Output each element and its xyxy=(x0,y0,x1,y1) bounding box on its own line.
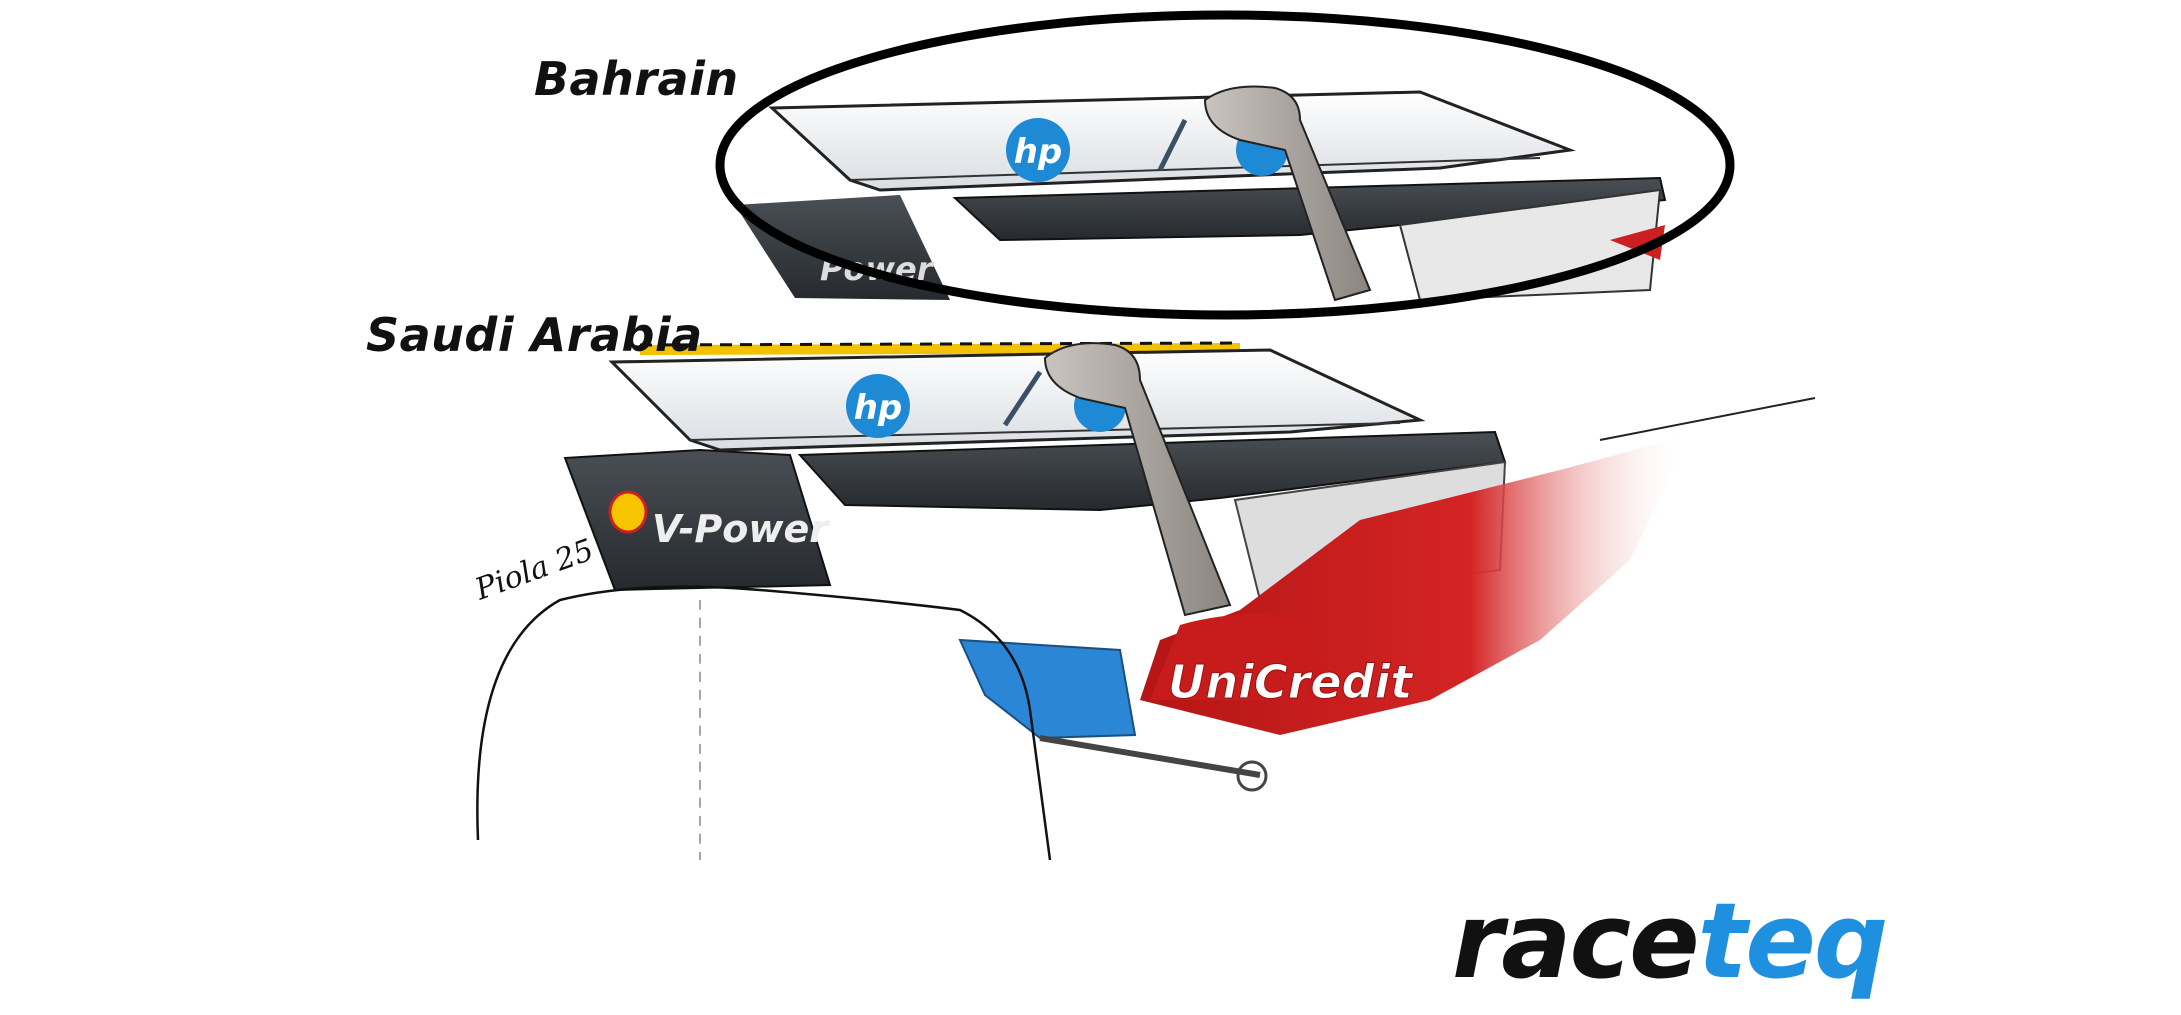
saudi-wing-group: V-Power hp UniCredit Piola 25 xyxy=(470,341,1816,861)
saudi-endplate xyxy=(563,448,832,592)
rear-tyre xyxy=(476,585,1052,861)
unicredit-logo: UniCredit xyxy=(1168,655,1414,709)
bahrain-upper-flap xyxy=(768,90,1576,192)
brand-part2: teq xyxy=(1697,880,1889,1002)
label-saudi-arabia: Saudi Arabia xyxy=(366,308,703,362)
bahrain-hp-logo xyxy=(1006,118,1070,182)
bahrain-hp-text: hp xyxy=(1014,132,1063,172)
height-reference-line xyxy=(639,343,1241,355)
saudi-hp-text: hp xyxy=(854,388,903,428)
brand-part1: race xyxy=(1452,880,1700,1002)
raceteq-logo: raceteq xyxy=(1452,880,1889,1002)
highlight-ellipse xyxy=(715,10,1735,320)
saudi-upper-flap xyxy=(608,348,1426,452)
bahrain-swan-neck-pillar xyxy=(1203,85,1372,302)
saudi-hp-logo xyxy=(846,374,910,438)
label-bahrain: Bahrain xyxy=(534,52,739,106)
bahrain-endplate xyxy=(735,195,950,300)
blue-suspension-part xyxy=(958,638,1137,740)
saudi-swan-neck-pillar xyxy=(1043,342,1232,617)
vpower-logo: V-Power xyxy=(652,507,830,551)
bahrain-wing-group: hp Power xyxy=(735,85,1667,302)
